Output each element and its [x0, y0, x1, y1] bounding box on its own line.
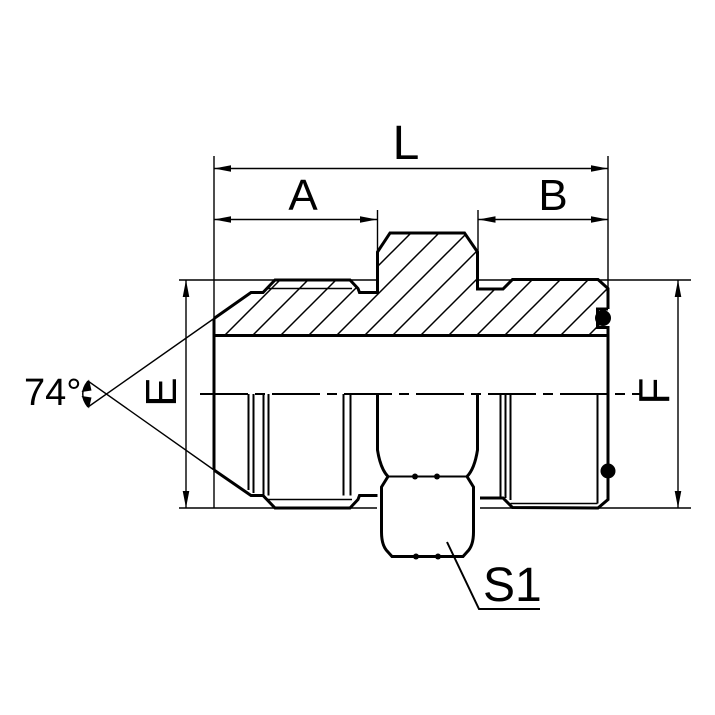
label-overall-length: L [393, 117, 420, 170]
angle-arrow-top [81, 379, 92, 392]
hex-nut-outline [376, 394, 479, 558]
cone-angle-arc [82, 380, 89, 408]
oring-groove [596, 307, 610, 336]
label-dim-e: E [137, 377, 186, 406]
label-dim-a: A [288, 171, 318, 220]
oring-external-dot [600, 463, 616, 479]
label-hex-size: S1 [483, 559, 542, 612]
extension-lines [179, 156, 691, 509]
thread-root-lines [266, 287, 598, 505]
label-dim-f: F [630, 378, 679, 405]
angle-arrow-bottom [81, 396, 92, 409]
thread-detail-lines [247, 394, 599, 504]
cone-angle-lines [87, 317, 215, 471]
oring-section-dot [595, 310, 611, 326]
hex-center-dots [412, 473, 441, 560]
label-dim-b: B [538, 171, 567, 220]
s1-leader-line [446, 541, 540, 610]
label-cone-angle: 74° [24, 372, 81, 414]
dimension-lines [185, 167, 679, 508]
